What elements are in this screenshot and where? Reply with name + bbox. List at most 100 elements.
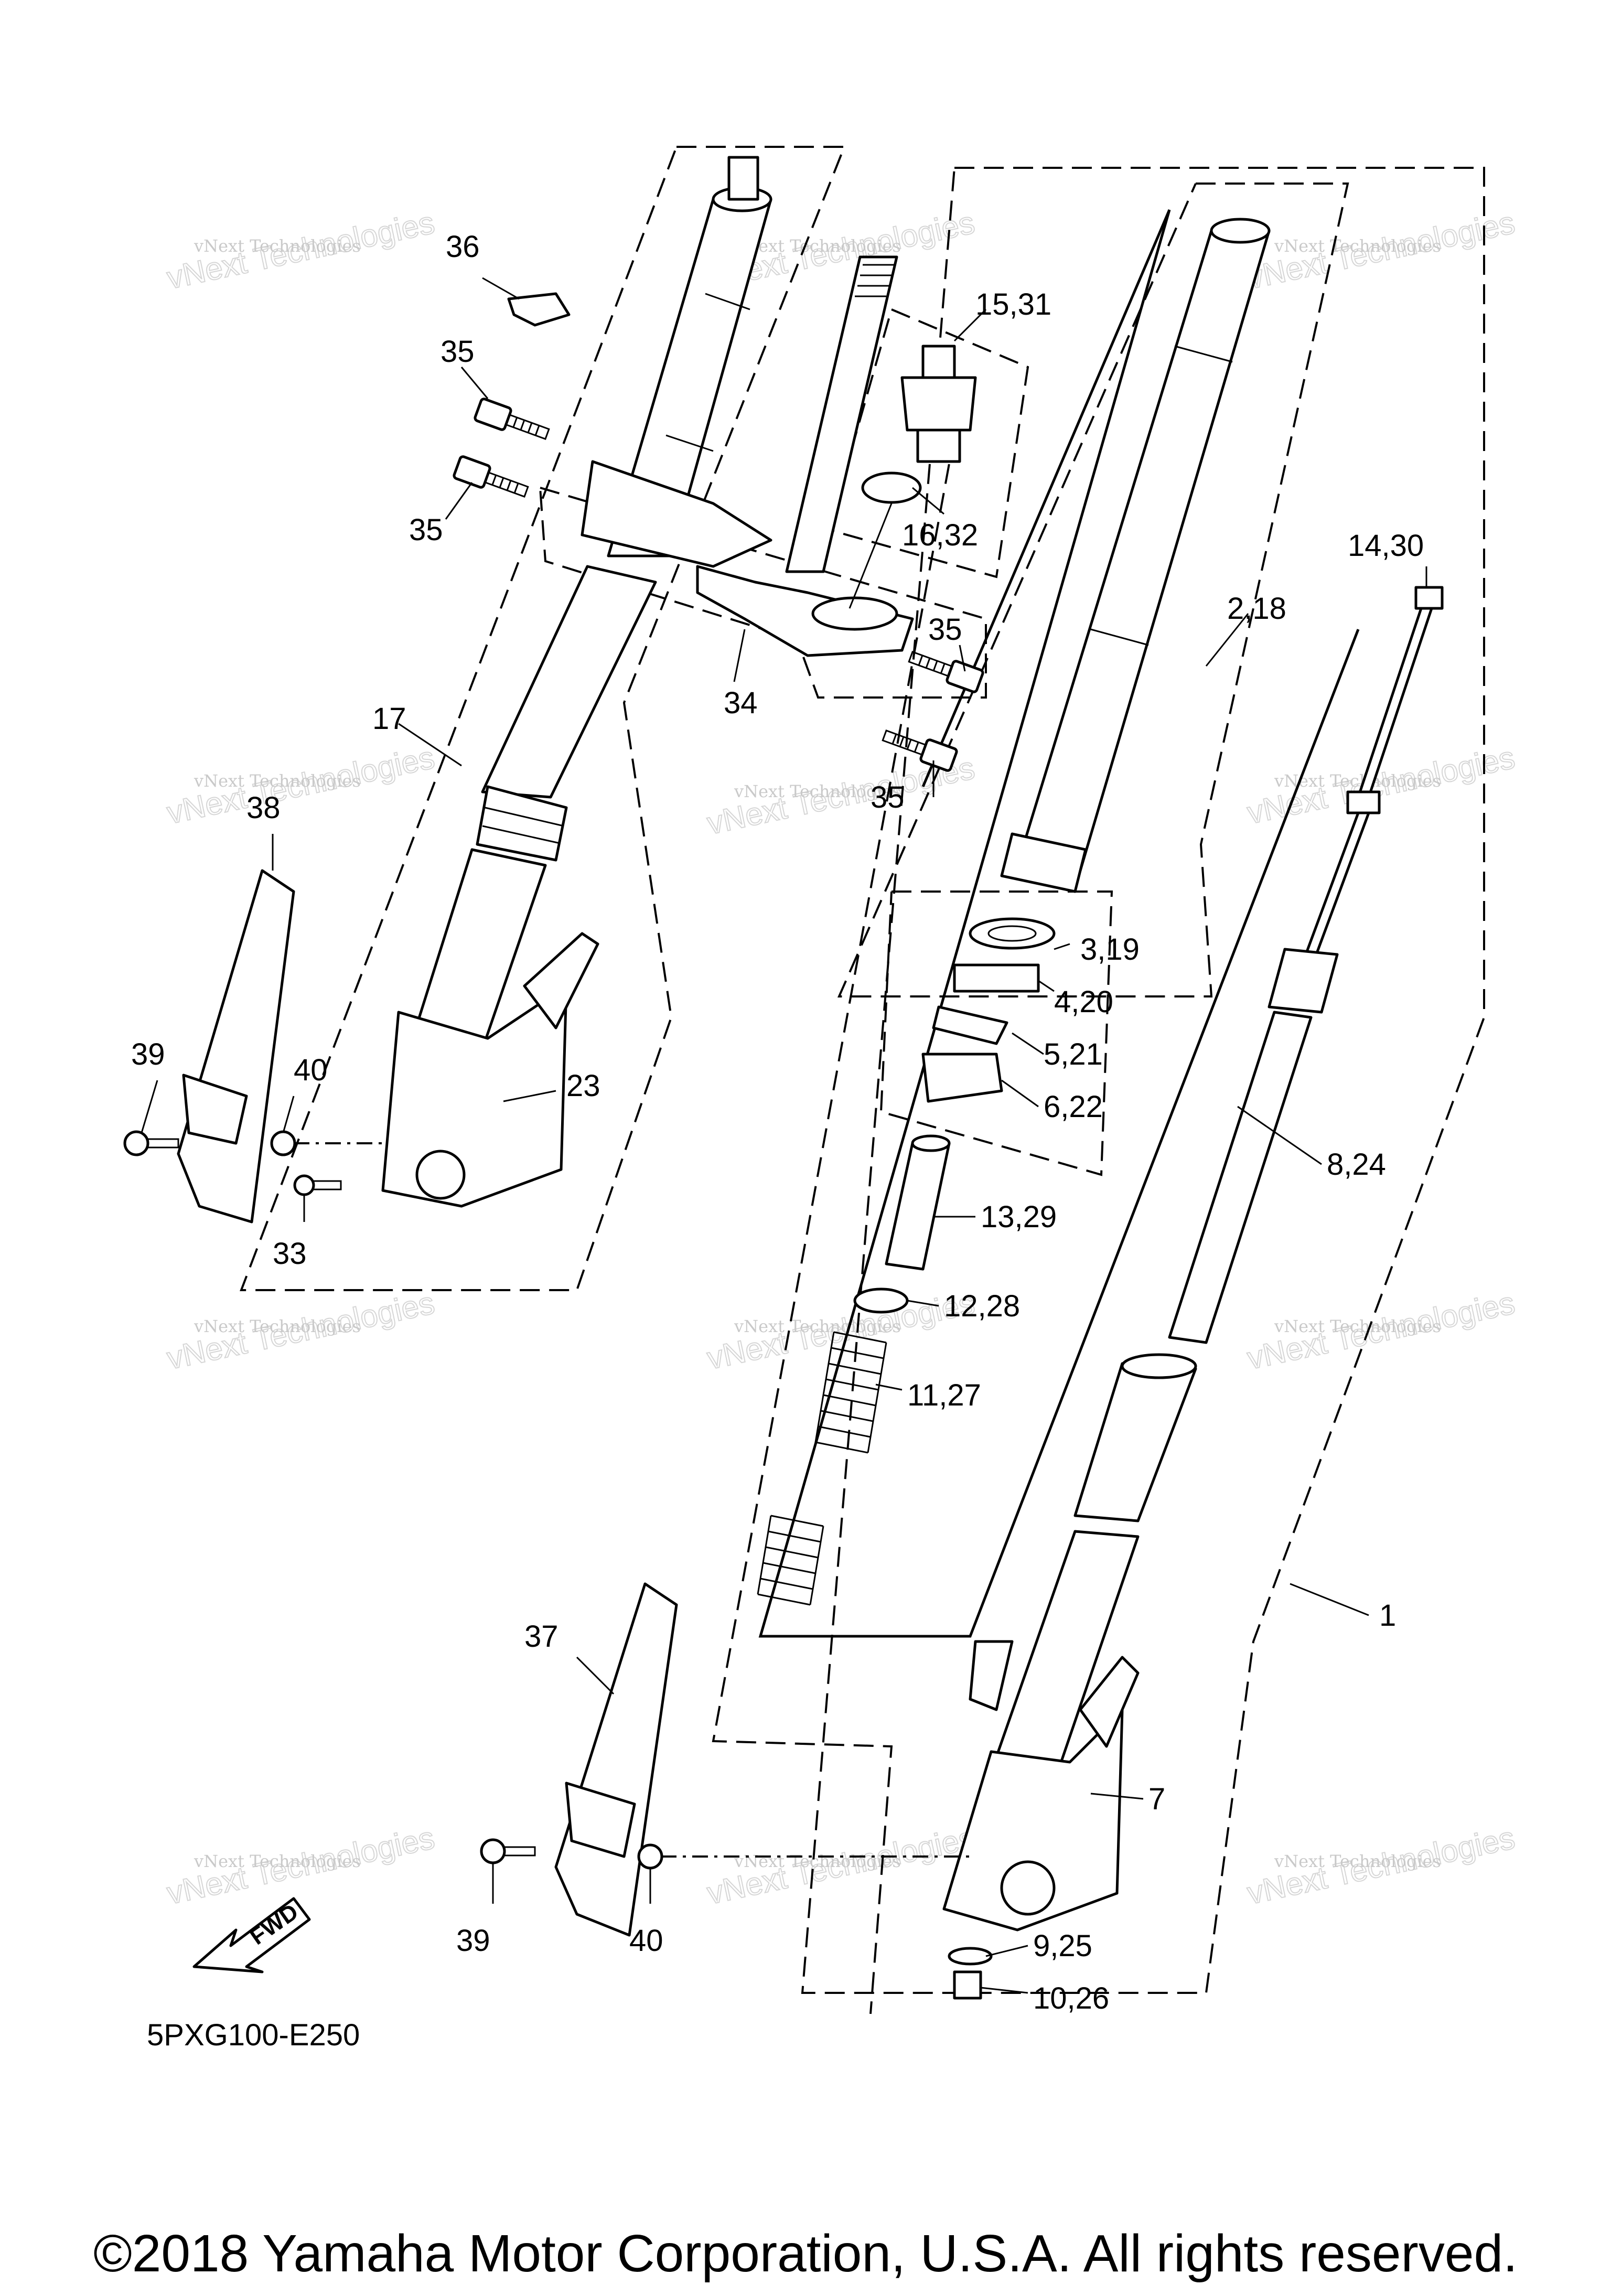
watermark-text: vNext Technologies (194, 1851, 361, 1871)
part-4-oil-seal (953, 963, 1040, 993)
damper-rod (1168, 586, 1444, 1344)
solid-frames (758, 209, 1360, 1638)
callout-38: 38 (246, 791, 281, 825)
left-fork-assembly (381, 156, 772, 1208)
left-axle-hole (415, 1150, 466, 1200)
watermark-text: vNext Technologies (734, 1851, 901, 1871)
left-axle-bracket (381, 984, 568, 1208)
diagram-code: 5PXG100-E250 (147, 2018, 360, 2052)
left-caliper-mount (523, 932, 599, 1029)
part-15-cap-body (900, 376, 977, 432)
callout-35: 35 (871, 780, 905, 814)
inner-tube-seal (1000, 832, 1087, 893)
inner-group-boundary (837, 183, 1349, 997)
callout-35: 35 (928, 613, 962, 647)
callout-8-24: 8,24 (1327, 1147, 1386, 1182)
part-16-o-ring (861, 471, 922, 504)
part-15-cap-nut (921, 345, 956, 379)
bracket-bore (811, 596, 898, 631)
left-seal-lines (482, 807, 564, 844)
inner-tube-bands (1090, 345, 1233, 646)
watermark-text: vNext Technologies (734, 781, 901, 801)
callout-15-31: 15,31 (975, 287, 1051, 321)
callout-40: 40 (294, 1053, 328, 1087)
part-40-washer-left (270, 1130, 296, 1156)
rod-shaft (1304, 811, 1370, 956)
callout-23: 23 (566, 1069, 600, 1103)
guard-assemblies (123, 869, 975, 1937)
part-39-screw-left (123, 1130, 149, 1156)
seal-kit (921, 917, 1056, 1103)
part-11-spring-lower (757, 1515, 824, 1606)
right-mount-tab (969, 1640, 1014, 1711)
cap-assembly (849, 345, 977, 609)
part-34-bracket (696, 565, 914, 657)
callout-5-21: 5,21 (1044, 1037, 1103, 1071)
callout-39: 39 (131, 1037, 165, 1071)
callout-10-26: 10,26 (1033, 1981, 1109, 2015)
left-tube-bands (665, 293, 750, 452)
part-2-inner-tube (1016, 229, 1271, 872)
bolts-35 (453, 398, 984, 772)
left-adjuster (727, 156, 759, 201)
rod-piston (1268, 948, 1339, 1014)
callout-3-19: 3,19 (1080, 932, 1140, 967)
part-15-cap-stem (916, 428, 961, 463)
damper-group-boundary (712, 435, 955, 2014)
callout-7: 7 (1148, 1782, 1165, 1816)
spring-group (757, 1134, 951, 1606)
inner-tube-top (1210, 218, 1271, 244)
callout-11-27: 11,27 (907, 1378, 981, 1412)
callout-37: 37 (524, 1619, 559, 1654)
callout-1: 1 (1379, 1598, 1396, 1633)
callout-35: 35 (409, 513, 443, 547)
watermark-text: vNext Technologies (194, 1316, 361, 1336)
part-9-washer (948, 1947, 993, 1966)
left-seal-rings (476, 785, 568, 862)
callout-9-25: 9,25 (1033, 1929, 1092, 1963)
watermark-text: vNext Technologies (1274, 1316, 1441, 1336)
part-39-screw-right (480, 1838, 506, 1864)
callout-34: 34 (724, 686, 758, 720)
right-inner-tube (1000, 218, 1271, 893)
part-38-guard (177, 869, 295, 1224)
seal-kit-boundary (879, 890, 1113, 1176)
callout-39: 39 (456, 1924, 490, 1958)
watermark-text: vNext Technologies (1274, 1851, 1441, 1871)
center-rod-assembly (696, 255, 914, 657)
left-fork-boundary (240, 146, 846, 1291)
assembly-boundaries (240, 146, 1485, 2014)
rod-threads (855, 264, 894, 297)
left-mid-tube (481, 565, 657, 799)
callout-35: 35 (441, 335, 475, 369)
cap-group-boundary (827, 308, 1029, 578)
part-8-cylinder (1168, 1011, 1313, 1344)
rod-stop (1346, 790, 1381, 814)
callout-2-18: 2,18 (1227, 592, 1286, 626)
bracket-group-boundary (539, 486, 987, 699)
callout-36: 36 (446, 230, 480, 264)
inner-frame-line (758, 209, 1360, 1638)
center-damper-rod (785, 255, 898, 573)
part-36-label (507, 292, 571, 327)
inner-frame-top (921, 209, 1171, 787)
watermark-text: vNext Technologies (734, 1316, 901, 1336)
right-fork-boundary (801, 167, 1485, 1994)
callout-6-22: 6,22 (1044, 1090, 1103, 1124)
callout-16-32: 16,32 (902, 518, 978, 552)
callout-14-30: 14,30 (1348, 529, 1424, 563)
part-7-axle-bracket (942, 1708, 1124, 1932)
left-top-clamp (581, 460, 772, 568)
watermark-text: vNext Technologies (194, 771, 361, 791)
fwd-arrow-icon: FWD (192, 1897, 311, 1973)
right-outer-tube (942, 1353, 1197, 2000)
callout-40: 40 (629, 1924, 663, 1958)
part-11-spring-upper (814, 1331, 887, 1454)
callout-12-28: 12,28 (944, 1289, 1020, 1323)
callout-17: 17 (372, 702, 406, 736)
copyright-notice: ©2018 Yamaha Motor Corporation, U.S.A. A… (93, 2224, 1518, 2283)
callouts: 36 35 35 17 34 35 35 15,31 16,32 14,30 2… (131, 230, 1424, 2052)
part-10-bolt (953, 1970, 982, 2000)
cap-leader (849, 503, 893, 609)
